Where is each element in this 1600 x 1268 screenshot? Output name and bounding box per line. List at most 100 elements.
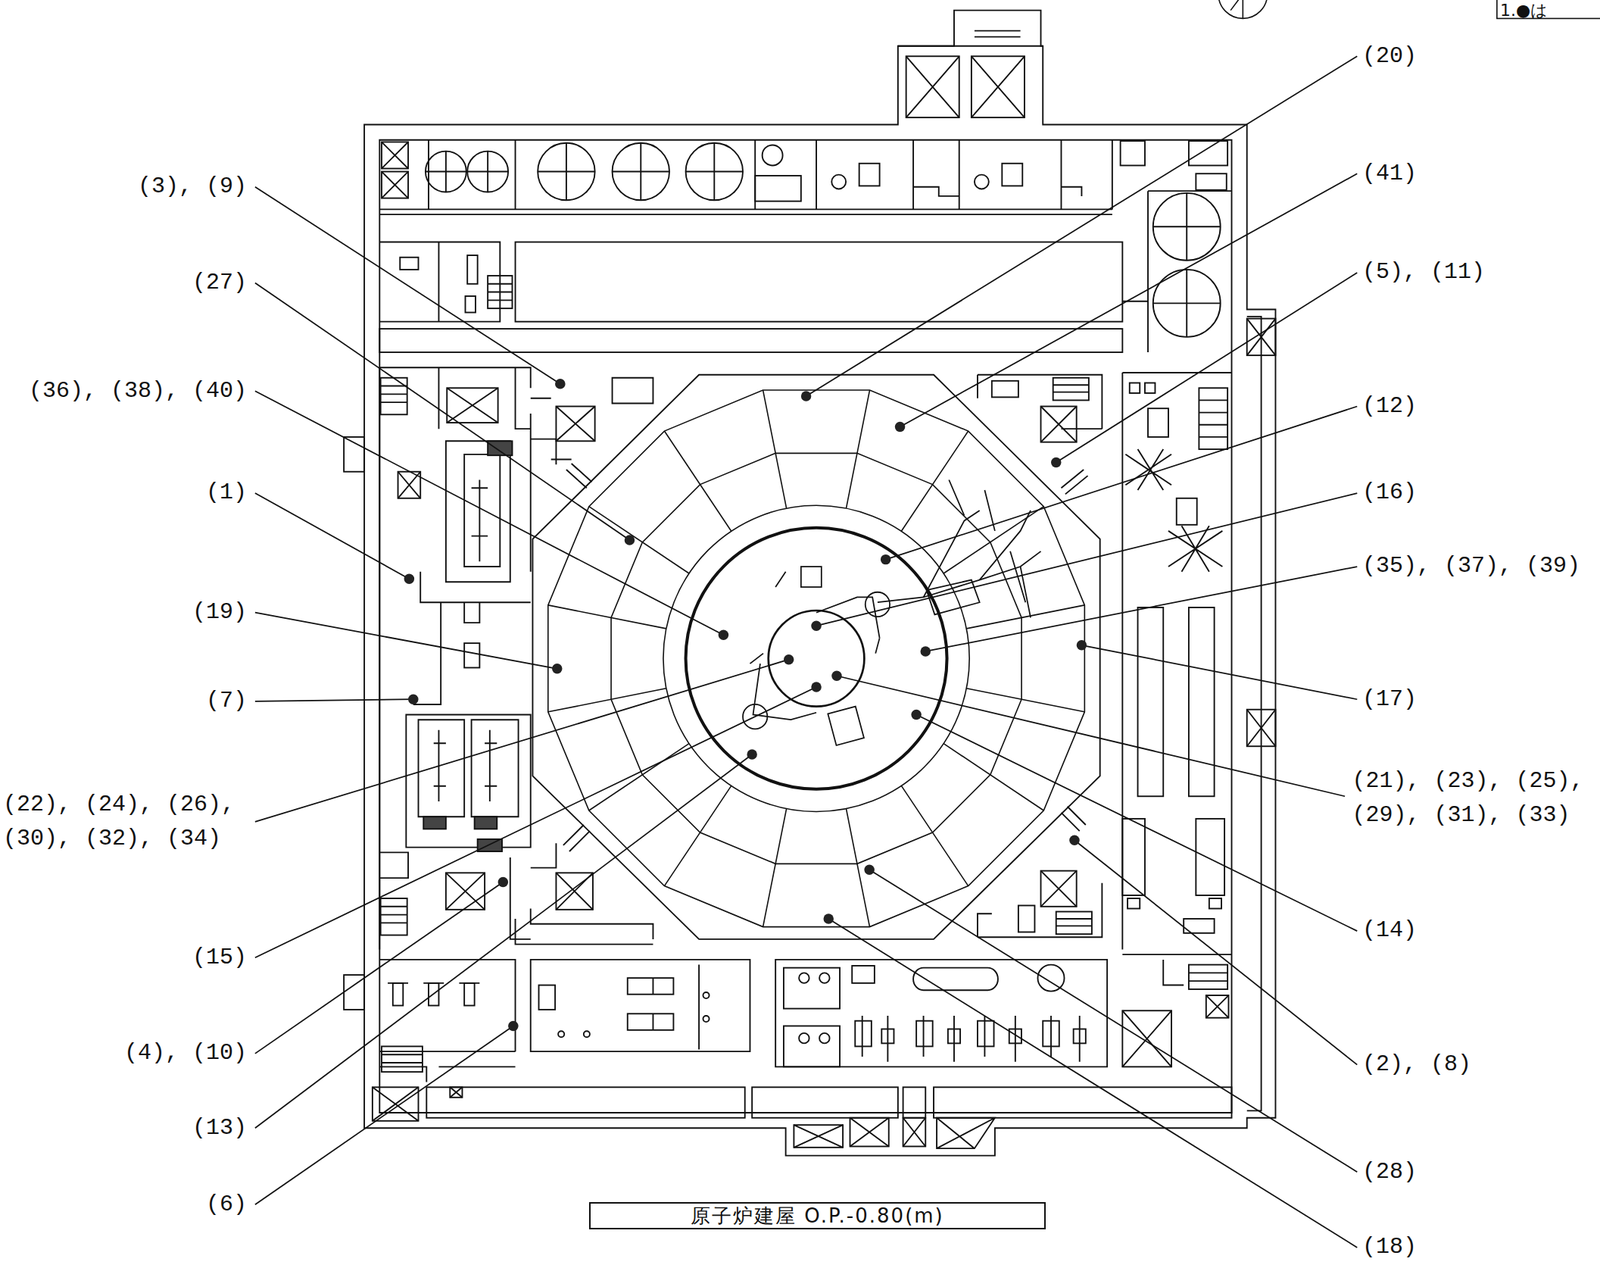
plan-line <box>749 571 880 664</box>
drawing-title: 原子炉建屋 O.P.-0.80(m) <box>690 1202 945 1229</box>
plan-line <box>532 374 1100 939</box>
plan-line <box>255 282 631 540</box>
plan-line <box>1163 959 1184 986</box>
plan-line <box>652 964 699 1050</box>
plan-line <box>381 141 409 169</box>
callout-number: (12) <box>1362 389 1417 424</box>
plan-line <box>555 405 595 441</box>
plan-line <box>1195 818 1225 896</box>
plan-line <box>1188 964 1228 989</box>
plan-line <box>906 56 960 118</box>
plan-line <box>991 380 1019 398</box>
pedestal-line <box>845 389 870 509</box>
pedestal-line <box>901 785 968 886</box>
plan-line <box>413 571 531 705</box>
plan-line <box>925 566 1357 652</box>
plan-line <box>379 242 500 322</box>
plan-line <box>1120 140 1145 166</box>
leader-lines <box>255 56 1357 1248</box>
plan-line <box>898 45 1043 47</box>
plan-line <box>474 816 498 829</box>
plan-line <box>379 140 1232 1113</box>
plan-line <box>1188 972 1228 981</box>
plan-line <box>1147 408 1169 437</box>
plan-line <box>831 174 846 190</box>
plan-line <box>850 1117 889 1147</box>
plan-line <box>1018 904 1036 932</box>
plan-line <box>933 1086 1232 1117</box>
callout-number: (35), (37), (39) <box>1362 548 1581 584</box>
pedestal-line <box>966 688 1085 712</box>
plan-line <box>380 377 408 415</box>
plan-line <box>718 630 729 640</box>
plan-line <box>1042 1020 1060 1047</box>
plan-line <box>381 171 409 199</box>
plan-line <box>831 670 842 681</box>
plan-line <box>487 440 512 456</box>
plan-line <box>555 405 595 441</box>
callout-number: (17) <box>1362 682 1417 717</box>
plan-line <box>793 1124 843 1148</box>
pedestal-line <box>589 743 690 811</box>
plan-line <box>1041 405 1077 442</box>
plan-line <box>449 1086 462 1097</box>
plan-line <box>423 816 447 829</box>
plan-line <box>380 906 408 924</box>
callout-number: (21), (23), (25), (29), (31), (33) <box>1352 764 1593 833</box>
plan-line <box>255 659 790 822</box>
plan-line <box>1053 384 1089 392</box>
plan-line <box>1001 163 1023 187</box>
plan-line <box>624 534 635 545</box>
plan-line <box>801 390 811 401</box>
plan-line <box>379 851 653 939</box>
plan-line <box>974 174 989 190</box>
plan-line <box>810 681 821 692</box>
plan-line <box>1009 1029 1022 1044</box>
plan-line <box>1138 607 1164 796</box>
pedestal-line <box>663 505 970 811</box>
plan-line <box>1073 1029 1086 1044</box>
plan-line <box>255 612 558 669</box>
plan-line <box>467 255 478 284</box>
plan-line <box>916 1020 933 1047</box>
pedestal-line <box>589 506 690 574</box>
plan-line <box>471 480 489 562</box>
plan-line <box>405 714 531 847</box>
callout-number: (5), (11) <box>1362 255 1485 290</box>
plan-line <box>379 1051 515 1082</box>
plan-line <box>1144 382 1155 393</box>
plan-line <box>827 706 864 746</box>
plan-line <box>816 492 1357 626</box>
callout-number: (36), (38), (40) <box>28 374 247 409</box>
plan-line <box>539 985 556 1010</box>
plan-line <box>1247 709 1276 747</box>
plan-line <box>746 748 757 759</box>
plan-line <box>627 1013 674 1030</box>
plan-line <box>971 56 1025 118</box>
plan-line <box>751 1086 899 1117</box>
plan-line <box>1053 377 1089 401</box>
plan-line <box>1127 898 1140 908</box>
plan-line <box>1129 382 1140 393</box>
callout-number: (28) <box>1362 1154 1417 1189</box>
plan-line <box>530 439 572 868</box>
plan-line <box>392 982 403 1006</box>
plan-line <box>438 367 653 429</box>
plan-line <box>1076 639 1087 650</box>
plan-line <box>1247 709 1276 747</box>
plan-line <box>859 163 880 187</box>
plan-line <box>977 882 1102 937</box>
plan-line <box>1198 399 1228 437</box>
callout-number: (16) <box>1362 475 1417 510</box>
plan-line <box>1056 911 1092 935</box>
pedestal-line <box>686 527 948 790</box>
plan-line <box>783 1025 840 1067</box>
callout-number: (3), (9) <box>137 169 247 204</box>
plan-line <box>372 1086 419 1120</box>
plan-line <box>910 709 921 720</box>
plan-line <box>836 675 1345 796</box>
plan-line <box>903 1117 927 1147</box>
plan-line <box>379 208 1113 215</box>
plan-line <box>880 554 891 565</box>
